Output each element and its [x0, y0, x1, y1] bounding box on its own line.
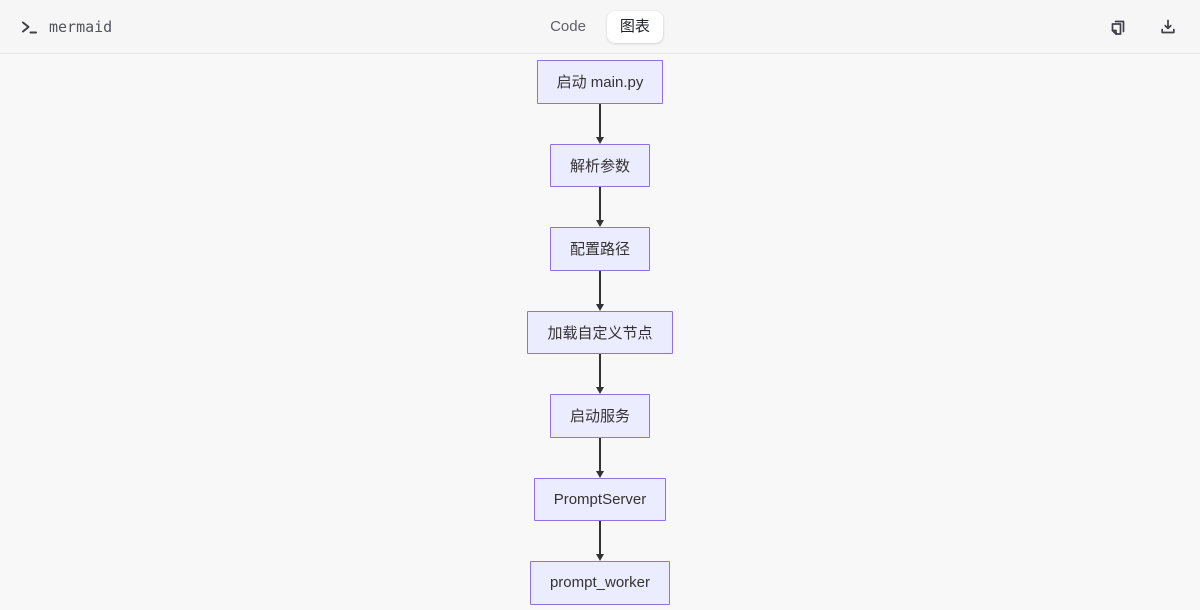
flow-edge-line: [599, 521, 601, 554]
arrowhead-icon: [595, 303, 604, 311]
app-logo: mermaid: [20, 18, 112, 36]
flow-node: 启动服务: [549, 394, 650, 438]
app-title: mermaid: [49, 17, 113, 36]
flow-edge-line: [599, 270, 601, 304]
flow-edge: [595, 187, 604, 227]
flow-node: prompt_worker: [529, 561, 671, 605]
arrowhead-icon: [595, 554, 604, 561]
flow-node: 解析参数: [549, 143, 650, 187]
tab-code[interactable]: Code: [537, 11, 599, 43]
flow-edge-line: [599, 437, 601, 471]
flow-node: 启动 main.py: [536, 60, 664, 104]
flowchart: 启动 main.py 解析参数配置路径加载自定义节点启动服务 PromptServe…: [527, 54, 673, 610]
download-button[interactable]: [1156, 15, 1180, 39]
flow-edge: [595, 103, 604, 144]
copy-icon: [1111, 20, 1125, 35]
flow-edge: [595, 437, 604, 478]
download-icon: [1161, 19, 1175, 33]
flow-edge-line: [599, 354, 601, 387]
arrowhead-icon: [595, 470, 604, 478]
flow-edge: [595, 270, 604, 311]
flow-node: PromptServer: [533, 477, 667, 521]
flow-edge-line: [599, 103, 601, 137]
view-toggle: Code 图表: [537, 10, 663, 43]
flow-node: 加载自定义节点: [527, 310, 673, 354]
flow-edge: [595, 521, 604, 561]
arrowhead-icon: [595, 220, 604, 227]
flow-edge-line: [599, 187, 601, 220]
tab-diagram[interactable]: 图表: [606, 10, 663, 43]
terminal-icon: [22, 21, 37, 33]
arrowhead-icon: [595, 387, 604, 394]
flow-edge: [595, 354, 604, 394]
flow-node: 配置路径: [549, 227, 650, 271]
arrowhead-icon: [595, 136, 604, 144]
diagram-canvas: 启动 main.py 解析参数配置路径加载自定义节点启动服务 PromptServe…: [0, 54, 1200, 610]
copy-button[interactable]: [1106, 15, 1130, 39]
toolbar: mermaid Code 图表: [0, 0, 1200, 54]
toolbar-actions: [1106, 15, 1180, 39]
